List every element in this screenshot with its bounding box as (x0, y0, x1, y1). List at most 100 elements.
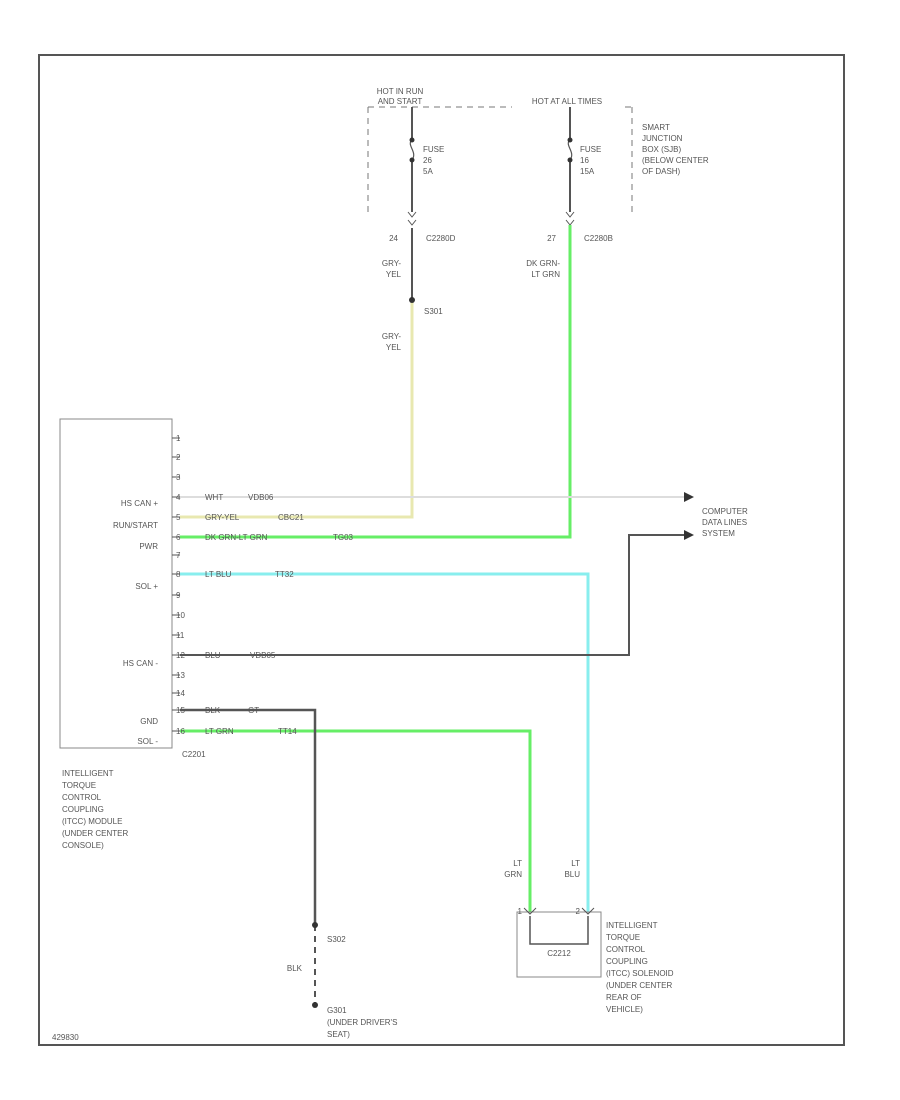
label-sol-wire-lt-grn-2: GRN (504, 870, 522, 879)
pin-number: 1 (176, 434, 181, 443)
label-module-connector: C2201 (182, 750, 206, 759)
solenoid-connector-pins (523, 907, 595, 915)
ground-g301-dot (312, 1002, 318, 1008)
label-solenoid-desc-5: (ITCC) SOLENOID (606, 969, 674, 978)
label-pin-27: 27 (547, 234, 556, 243)
label-w4-color: WHT (205, 493, 223, 502)
label-sol-pin-2: 2 (576, 907, 581, 916)
label-sol-pin-1: 1 (518, 907, 523, 916)
label-solenoid-desc-6: (UNDER CENTER (606, 981, 672, 990)
fuse-left-node-bottom (409, 157, 415, 163)
label-wire-gry-yel-2a: GRY- (382, 332, 401, 341)
label-w8-circuit: TT32 (275, 570, 294, 579)
module-pin-ticks (172, 437, 180, 732)
solenoid-coil-loop (529, 916, 589, 945)
pin-number: 10 (176, 611, 185, 620)
pin-number: 16 (176, 727, 185, 736)
label-fuse-left-2: 26 (423, 156, 432, 165)
label-sjb-1: SMART (642, 123, 670, 132)
pin-number: 9 (176, 591, 181, 600)
label-sjb-5: OF DASH) (642, 167, 681, 176)
label-ground-g301-3: SEAT) (327, 1030, 350, 1039)
sjb-outline (367, 106, 633, 213)
pin-number: 7 (176, 551, 181, 560)
label-w5-circuit: CBC21 (278, 513, 304, 522)
pin-number: 5 (176, 513, 181, 522)
pin-number: 2 (176, 453, 181, 462)
label-sol-wire-lt-blu-2: BLU (564, 870, 580, 879)
label-solenoid-desc-4: COUPLING (606, 957, 648, 966)
label-fuse-right-1: FUSE (580, 145, 601, 154)
fuse-right-node-bottom (567, 157, 573, 163)
label-fuse-right-2: 16 (580, 156, 589, 165)
label-module-desc-7: CONSOLE) (62, 841, 104, 850)
label-w15-circuit: GT (248, 706, 259, 715)
label-w15-color: BLK (205, 706, 221, 715)
wire-blu-hs-can-minus (180, 534, 684, 656)
wire-lt-blu (180, 572, 590, 912)
pin-number: 13 (176, 671, 185, 680)
splice-s302-dot (312, 922, 318, 928)
connector-c2280b-pin (565, 211, 575, 226)
label-conn-c2280b: C2280B (584, 234, 613, 243)
label-diagram-code: 429830 (52, 1033, 79, 1042)
pin-number: 3 (176, 473, 181, 482)
arrow-hs-can-plus (684, 492, 694, 502)
pin-number: 4 (176, 493, 181, 502)
label-sjb-3: BOX (SJB) (642, 145, 681, 154)
label-wire-dkgrn-ltgrn-a: DK GRN- (526, 259, 560, 268)
label-fuse-left-3: 5A (423, 167, 433, 176)
label-computer-data-3: SYSTEM (702, 529, 735, 538)
label-hot-all-times: HOT AT ALL TIMES (532, 97, 602, 106)
wire-lt-grn (180, 729, 532, 912)
wire-dk-grn-lt-grn (180, 225, 572, 539)
label-sol-wire-lt-grn-1: LT (513, 859, 522, 868)
label-w16-color: LT GRN (205, 727, 234, 736)
itcc-solenoid-box (516, 911, 602, 978)
label-splice-s302: S302 (327, 935, 346, 944)
wire-blk-gnd (180, 708, 317, 925)
label-hot-run-start-1: HOT IN RUN (377, 87, 424, 96)
fuse-right-node-top (567, 137, 573, 143)
label-w5-color: GRY-YEL (205, 513, 240, 522)
label-pin-run-start: RUN/START (113, 521, 158, 530)
label-sol-wire-lt-blu-1: LT (571, 859, 580, 868)
label-solenoid-desc-3: CONTROL (606, 945, 646, 954)
label-sjb-4: (BELOW CENTER (642, 156, 709, 165)
wire-gry-yel (180, 300, 414, 519)
label-wire-gry-yel-1b: YEL (386, 270, 402, 279)
label-pin-hs-can-plus: HS CAN + (121, 499, 158, 508)
label-pin-pwr: PWR (139, 542, 158, 551)
label-conn-c2280d: C2280D (426, 234, 456, 243)
label-wire-gry-yel-2b: YEL (386, 343, 402, 352)
fuse-wiring (411, 107, 571, 299)
label-solenoid-desc-1: INTELLIGENT (606, 921, 658, 930)
label-w12-circuit: VDB05 (250, 651, 276, 660)
label-solenoid-desc-7: REAR OF (606, 993, 642, 1002)
label-solenoid-desc-2: TORQUE (606, 933, 640, 942)
label-computer-data-2: DATA LINES (702, 518, 747, 527)
label-w12-color: BLU (205, 651, 221, 660)
label-wire-gry-yel-1a: GRY- (382, 259, 401, 268)
label-module-desc-6: (UNDER CENTER (62, 829, 128, 838)
label-module-desc-3: CONTROL (62, 793, 102, 802)
itcc-module-box (59, 418, 173, 749)
pin-number: 15 (176, 706, 185, 715)
label-sjb-2: JUNCTION (642, 134, 683, 143)
module-pin-numbers: 1 2 3 4 5 6 7 8 9 10 11 12 13 14 15 16 (176, 434, 185, 736)
pin-number: 12 (176, 651, 185, 660)
label-module-desc-4: COUPLING (62, 805, 104, 814)
label-splice-s301: S301 (424, 307, 443, 316)
label-pin-sol-minus: SOL - (137, 737, 158, 746)
label-w4-circuit: VDB06 (248, 493, 274, 502)
label-fuse-left-1: FUSE (423, 145, 444, 154)
label-module-desc-2: TORQUE (62, 781, 96, 790)
connector-c2280d-pin (407, 211, 417, 226)
label-ground-g301-1: G301 (327, 1006, 347, 1015)
splice-s301-dot (409, 297, 415, 303)
diagram-border (38, 54, 845, 1046)
label-w8-color: LT BLU (205, 570, 232, 579)
label-pin-24: 24 (389, 234, 398, 243)
label-computer-data-1: COMPUTER (702, 507, 748, 516)
